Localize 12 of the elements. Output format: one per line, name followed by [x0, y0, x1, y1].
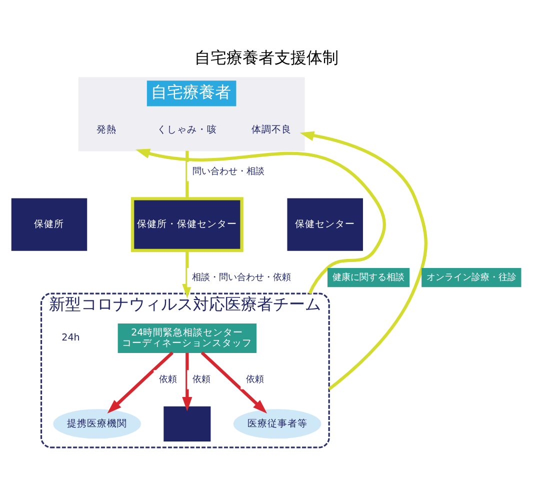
edge-label: 問い合わせ・相談 [192, 166, 264, 176]
edge-label: 健康に関する相談 [332, 272, 405, 282]
edge-label: 相談・問い合わせ・依頼 [192, 272, 291, 282]
edge-label: 依頼 [158, 374, 177, 384]
label: くしゃみ・咳 [157, 124, 218, 136]
label: 体調不良 [252, 124, 292, 136]
edge-label: 依頼 [246, 374, 264, 384]
label: 24h [62, 332, 80, 344]
label: 発熱 [96, 124, 117, 136]
diagram-title: 自宅療養者支援体制 [194, 48, 338, 67]
edge-label: オンライン診療・往診 [426, 272, 517, 282]
edge-label: 依頼 [192, 374, 210, 384]
